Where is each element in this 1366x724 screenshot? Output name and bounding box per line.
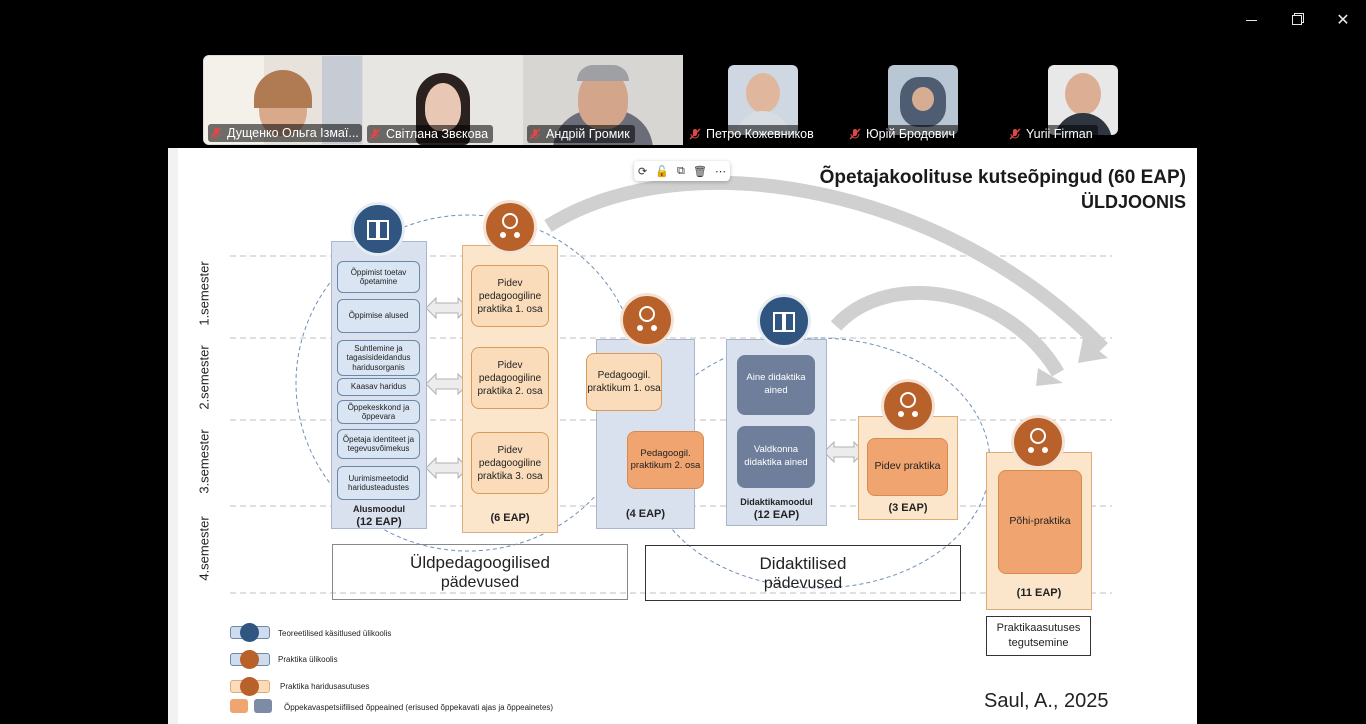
alus-item: Uurimismeetodid haridusteadustes bbox=[337, 466, 420, 500]
participant-name: Андрій Громик bbox=[527, 125, 635, 143]
legend-practice-icon bbox=[240, 650, 259, 669]
alus-eap: (12 EAP) bbox=[356, 516, 402, 528]
pidevp-item: Pidev praktika bbox=[867, 438, 948, 496]
participant-tile[interactable]: Андрій Громик bbox=[523, 55, 683, 145]
competency-box: Didaktilised pädevused bbox=[645, 545, 961, 601]
didak-item: Valdkonna didaktika ained bbox=[737, 426, 815, 488]
slide-title: Õpetajakoolituse kutseõpingud (60 EAP) bbox=[819, 167, 1186, 188]
legend-book-icon bbox=[240, 623, 259, 642]
pidevp-eap: (3 EAP) bbox=[888, 502, 928, 514]
semester-label: 1.semester bbox=[196, 261, 212, 326]
participant-name: Юрій Бродович bbox=[847, 125, 961, 143]
participant-name: Дущенко Ольга Ізмаї... bbox=[208, 124, 362, 142]
book-icon bbox=[757, 294, 811, 348]
slide-toolbar: ⟳ 🔓 ⧉ 🗑 ⋯ bbox=[634, 161, 730, 181]
alus-item: Kaasav haridus bbox=[337, 378, 420, 396]
participant-tile[interactable]: Петро Кожевников bbox=[683, 55, 843, 145]
alus-item: Õppekeskkond ja õppevara bbox=[337, 400, 420, 424]
close-icon: ✕ bbox=[1336, 12, 1350, 29]
competency-subtitle: pädevused bbox=[440, 574, 520, 591]
participant-tile[interactable]: Дущенко Ольга Ізмаї... bbox=[203, 55, 363, 145]
pidev-eap: (6 EAP) bbox=[490, 512, 530, 524]
legend-label: Õppekavaspetsiifilised õppeained (erisus… bbox=[284, 703, 554, 712]
lock-icon[interactable]: 🔓 bbox=[655, 165, 669, 178]
competency-title: Üldpedagoogilised bbox=[410, 553, 550, 572]
mic-muted-icon bbox=[369, 128, 381, 140]
pedag-eap: (4 EAP) bbox=[625, 508, 666, 520]
participant-name: Yurii Firman bbox=[1007, 125, 1098, 143]
alus-item: Suhtlemine ja tagasisideidandus hariduso… bbox=[337, 340, 420, 376]
semester-label: 4.semester bbox=[196, 516, 212, 581]
participant-avatar bbox=[1048, 65, 1118, 135]
mic-muted-icon bbox=[849, 128, 861, 140]
participant-name: Петро Кожевников bbox=[687, 125, 819, 143]
mic-muted-icon bbox=[529, 128, 541, 140]
minimize-button[interactable] bbox=[1238, 8, 1264, 32]
participant-name: Світлана Звєкова bbox=[367, 125, 494, 143]
pohi-eap: (11 EAP) bbox=[1016, 587, 1062, 599]
praktika-box: Praktikaasutuses tegutsemine bbox=[986, 616, 1091, 656]
restore-button[interactable] bbox=[1284, 8, 1310, 32]
pidev-item: Pidev pedagoogiline praktika 2. osa bbox=[471, 347, 549, 409]
shared-screen[interactable]: ⟳ 🔓 ⧉ 🗑 ⋯ Õpetajakoolituse kutseõpingud (60 … bbox=[168, 148, 1197, 724]
pedag-item: Pedagoogil. praktikum 1. osa bbox=[586, 353, 662, 411]
legend-label: Praktika ülikoolis bbox=[278, 655, 338, 664]
didak-eap: (12 EAP) bbox=[753, 509, 800, 521]
rotate-icon[interactable]: ⟳ bbox=[638, 165, 648, 178]
mic-muted-icon bbox=[210, 127, 222, 139]
mic-muted-icon bbox=[689, 128, 701, 140]
semester-label: 2.semester bbox=[196, 345, 212, 410]
copy-icon[interactable]: ⧉ bbox=[677, 164, 685, 177]
competency-box: Üldpedagoogilised pädevused bbox=[332, 544, 628, 600]
pedag-item: Pedagoogil. praktikum 2. osa bbox=[627, 431, 704, 489]
participant-avatar bbox=[728, 65, 798, 135]
restore-icon bbox=[1292, 15, 1302, 25]
participant-avatar bbox=[888, 65, 958, 135]
more-icon[interactable]: ⋯ bbox=[714, 165, 726, 178]
minimize-icon bbox=[1245, 19, 1257, 21]
book-icon bbox=[351, 202, 405, 256]
close-button[interactable]: ✕ bbox=[1330, 8, 1356, 32]
practice-icon bbox=[881, 379, 935, 433]
competency-title: Didaktilised bbox=[759, 554, 847, 573]
pidev-item: Pidev pedagoogiline praktika 3. osa bbox=[471, 432, 549, 494]
mic-muted-icon bbox=[1009, 128, 1021, 140]
alus-label: Alusmoodul bbox=[353, 504, 405, 514]
legend-practice-icon bbox=[240, 677, 259, 696]
legend-label: Praktika haridusasutuses bbox=[280, 682, 370, 691]
pohi-item: Põhi-praktika bbox=[998, 470, 1082, 574]
alus-item: Õppimist toetav õpetamine bbox=[337, 261, 420, 293]
pidev-item: Pidev pedagoogiline praktika 1. osa bbox=[471, 265, 549, 327]
legend-label: Teoreetilised käsitlused ülikoolis bbox=[278, 629, 392, 638]
semester-label: 3.semester bbox=[196, 429, 212, 494]
alus-item: Õppimise alused bbox=[337, 299, 420, 333]
alus-item: Õpetaja identiteet ja tegevusvõimekus bbox=[337, 429, 420, 459]
slide-subtitle: ÜLDJOONIS bbox=[1080, 192, 1186, 212]
practice-icon bbox=[620, 293, 674, 347]
competency-subtitle: pädevused bbox=[763, 575, 843, 592]
didak-label: Didaktikamoodul bbox=[740, 497, 813, 507]
practice-icon bbox=[483, 200, 537, 254]
participant-tile[interactable]: Світлана Звєкова bbox=[363, 55, 523, 145]
didak-item: Aine didaktika ained bbox=[737, 355, 815, 415]
participant-tile[interactable]: Юрій Бродович bbox=[843, 55, 1003, 145]
participant-tile[interactable]: Yurii Firman bbox=[1003, 55, 1163, 145]
diagram-decor bbox=[230, 176, 1112, 594]
slide-credit: Saul, A., 2025 bbox=[984, 690, 1109, 712]
practice-icon bbox=[1011, 415, 1065, 469]
trash-icon[interactable]: 🗑 bbox=[692, 165, 707, 178]
